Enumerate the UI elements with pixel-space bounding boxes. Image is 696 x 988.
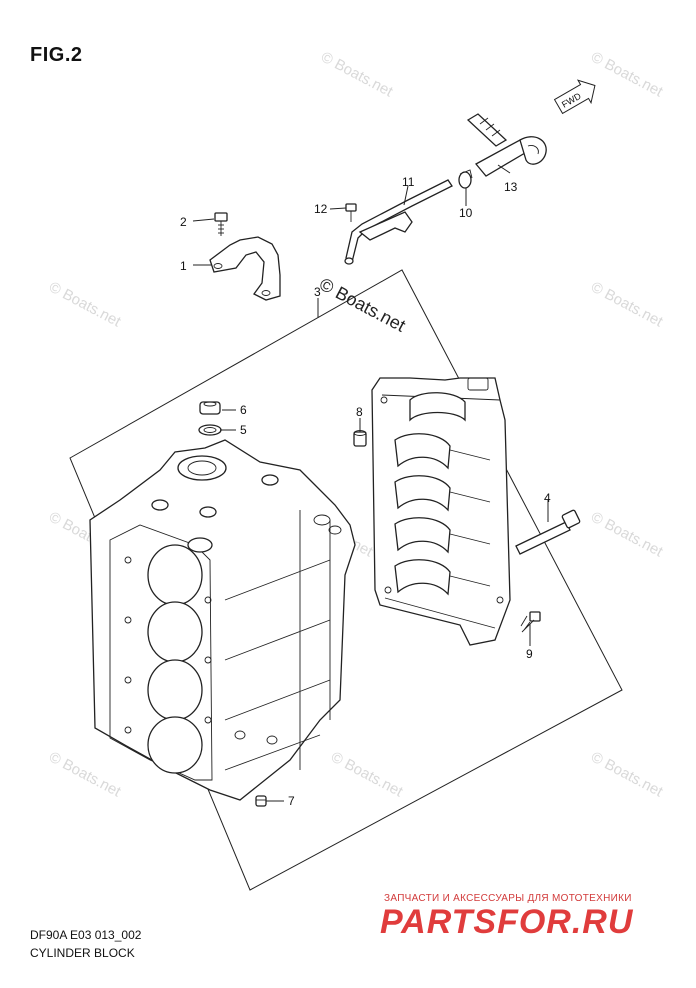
watermark-text: © Boats.net [588, 509, 666, 561]
part-bracket [209, 236, 281, 301]
part-bolt-2 [214, 212, 228, 236]
callout-7: 7 [288, 794, 295, 808]
callout-labels: 1 2 3 4 5 6 7 8 9 10 11 12 13 [180, 175, 551, 808]
watermark-text: © Boats.net [46, 279, 124, 331]
diagram-code: DF90A E03 013_002 [30, 928, 142, 942]
cylinder-bore-2 [147, 601, 203, 663]
part-hose [466, 113, 547, 177]
part-pipe [344, 179, 453, 265]
watermark-text: © Boats.net [588, 49, 666, 101]
part-dowel-pin [353, 430, 367, 447]
leader-lines [192, 164, 549, 802]
callout-8: 8 [356, 405, 363, 419]
callout-2: 2 [180, 215, 187, 229]
watermark-text: © Boats.net [588, 749, 666, 801]
callout-9: 9 [526, 647, 533, 661]
callout-3: 3 [314, 285, 321, 299]
part-bolt-9 [520, 611, 541, 633]
part-clamp [458, 169, 473, 189]
diagram-name: CYLINDER BLOCK [30, 946, 135, 960]
watermark-text: © Boats.net [318, 49, 396, 101]
watermark-text: © Boats.net [46, 749, 124, 801]
figure-title: FIG.2 [30, 44, 83, 66]
forward-arrow-icon: FWD [553, 79, 596, 115]
watermark-text-main: © Boats.net [316, 274, 409, 336]
cylinder-bore-4 [147, 716, 203, 774]
callout-11: 11 [402, 175, 415, 189]
part-long-bolt [515, 509, 581, 555]
watermark-text: © Boats.net [588, 279, 666, 331]
shop-logo: PARTSFOR.RU [380, 903, 634, 941]
callout-4: 4 [544, 491, 551, 505]
callout-10: 10 [459, 206, 473, 220]
callout-5: 5 [240, 423, 247, 437]
part-small-plug [255, 795, 267, 807]
cylinder-bore-1 [147, 544, 203, 606]
part-bolt-12 [345, 203, 357, 222]
callout-12: 12 [314, 202, 328, 216]
callout-13: 13 [504, 180, 518, 194]
callout-1: 1 [180, 259, 187, 273]
part-crankcase [371, 377, 511, 646]
watermark-text: © Boats.net [328, 749, 406, 801]
cylinder-bore-3 [147, 659, 203, 721]
shop-tagline: ЗАПЧАСТИ И АКСЕССУАРЫ ДЛЯ МОТОТЕХНИКИ [384, 893, 632, 904]
part-cylinder-block [89, 439, 356, 801]
part-gasket [198, 424, 222, 436]
part-plug [199, 401, 221, 415]
callout-6: 6 [240, 403, 247, 417]
